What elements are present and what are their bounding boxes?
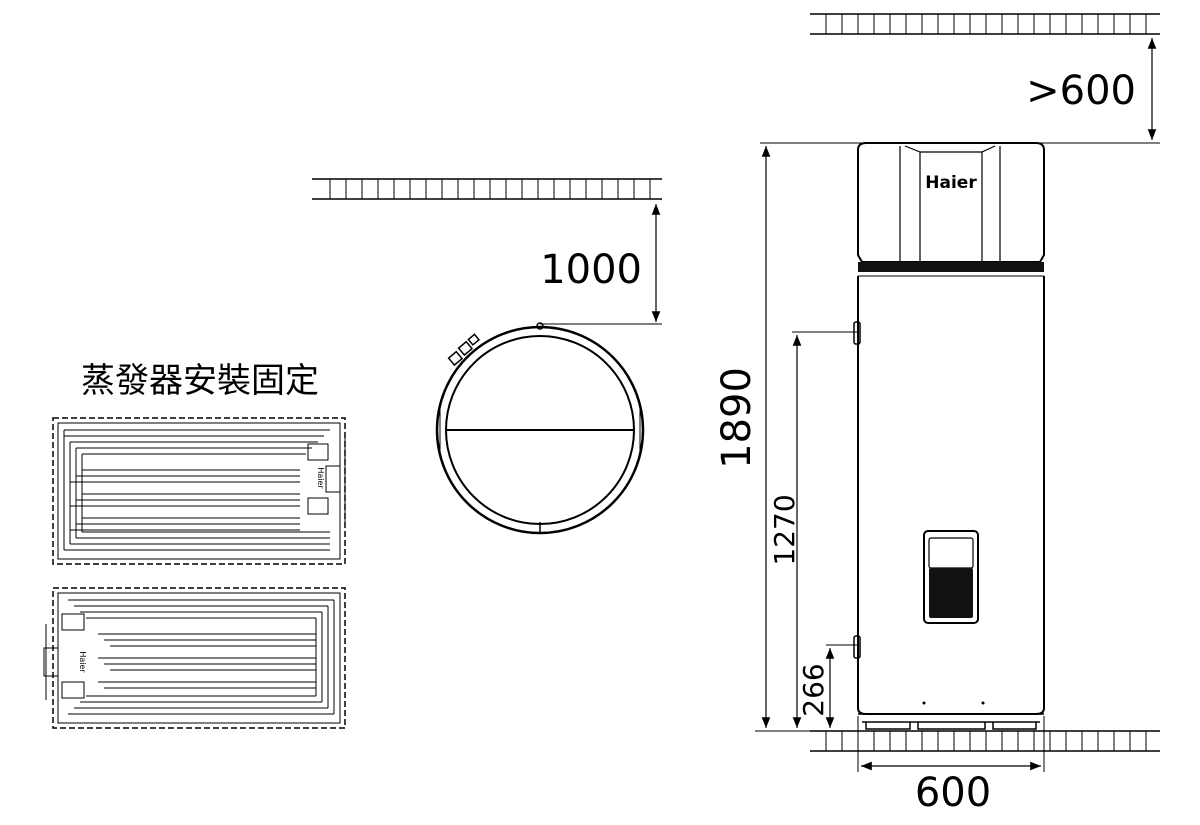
heater-brand-logo: Haier [925,173,977,193]
ceiling-top-view [312,178,662,200]
pipe-connectors-icon [447,333,481,367]
clearance-top-view-label: 1000 [540,247,642,293]
pipe-lower-icon [853,635,861,659]
floor-front-view [810,730,1160,752]
evaporator-brand-lower: Haier [78,651,87,673]
lower-pipe-height-label: 266 [797,663,830,716]
control-panel [923,530,979,624]
connector-block-lower [43,613,85,700]
evaporator-brand-upper: Haier [316,467,325,489]
pipe-upper-icon [853,321,861,345]
tank-top-view [435,322,645,535]
connector-block-upper [307,436,346,526]
evaporator-section: 蒸發器安裝固定 Haier Haier [43,361,346,729]
evaporator-panel-lower: Haier [43,587,346,729]
coil-upper [63,429,330,551]
heater-band [858,262,1044,272]
heat-pump-water-heater: Haier [853,142,1045,730]
ceiling-front-view [810,13,1160,35]
heater-tank-body [857,276,1045,715]
heater-head-unit [857,142,1045,263]
top-view-section: 1000 [312,178,662,535]
evaporator-title: 蒸發器安裝固定 [81,361,319,401]
evaporator-panel-upper: Haier [52,417,346,565]
upper-pipe-height-label: 1270 [768,494,801,565]
width-label: 600 [915,770,991,816]
coil-lower [68,599,335,715]
clearance-top-label: >600 [1026,68,1136,114]
total-height-label: 1890 [714,367,760,469]
front-view-section: >600 Haier [714,13,1160,816]
